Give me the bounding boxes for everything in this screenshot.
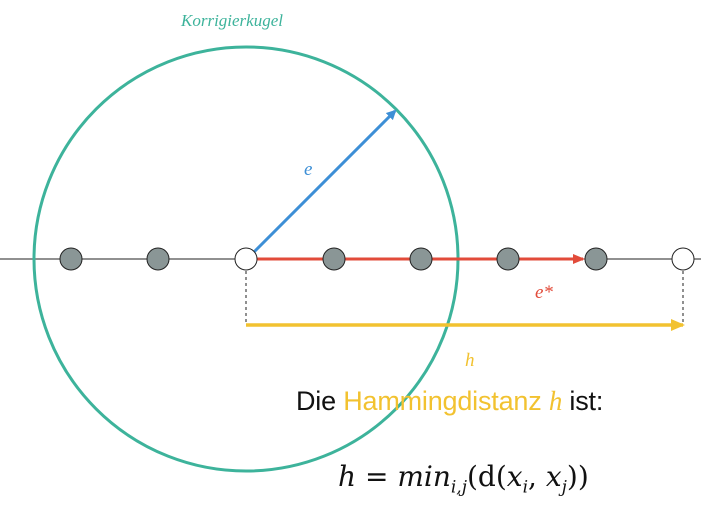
formula-xj-sub: j	[561, 477, 567, 498]
formula-comma: ,	[528, 460, 546, 493]
formula-subscript: i,j	[450, 477, 467, 498]
vector-e-star-label: e*	[535, 282, 553, 303]
codeword-node-filled	[584, 247, 608, 271]
codeword-nodes	[59, 247, 695, 271]
codeword-node-filled	[59, 247, 83, 271]
codeword-node-filled	[322, 247, 346, 271]
codeword-node-open	[234, 247, 258, 271]
formula-xj: x	[545, 460, 562, 493]
formula-arg-close: ))	[566, 460, 589, 493]
statement-variable: h	[548, 386, 563, 416]
codeword-node-filled	[409, 247, 433, 271]
codeword-node-filled	[146, 247, 170, 271]
statement-highlight: Hammingdistanz	[343, 386, 542, 416]
hamming-formula: h = mini,j(d(xi, xj))	[338, 460, 589, 498]
formula-equals: =	[356, 460, 398, 493]
formula-arg-open: (d(	[466, 460, 507, 493]
distance-h-label: h	[465, 350, 475, 371]
statement-prefix: Die	[296, 386, 344, 416]
vector-e-arrow	[252, 109, 397, 254]
vector-e-label: e	[304, 159, 312, 180]
codeword-node-filled	[496, 247, 520, 271]
formula-func: min	[397, 460, 451, 493]
codeword-node-open	[671, 247, 695, 271]
hamming-statement: Die Hammingdistanz h ist:	[296, 386, 603, 417]
statement-suffix: ist:	[562, 386, 604, 416]
formula-xi: x	[506, 460, 523, 493]
formula-lhs: h	[338, 460, 357, 493]
correction-sphere-label: Korrigierkugel	[180, 11, 283, 30]
formula-xi-sub: i	[522, 477, 528, 498]
